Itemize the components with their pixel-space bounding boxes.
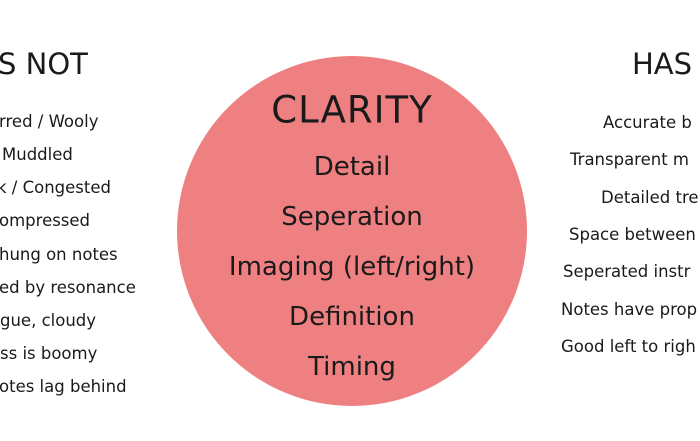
list-item: otes lag behind <box>0 376 127 396</box>
list-item: Notes have prop <box>561 299 698 319</box>
list-item: ss is boomy <box>0 343 98 363</box>
list-item: Muddled <box>2 144 73 164</box>
list-item: Accurate b <box>603 112 692 132</box>
right-title: HAS <box>632 47 693 81</box>
circle-item: Detail <box>313 152 391 182</box>
circle-title: CLARITY <box>271 88 433 132</box>
clarity-circle: CLARITY Detail Seperation Imaging (left/… <box>177 56 527 406</box>
list-item: Space between <box>569 224 696 244</box>
circle-item: Definition <box>289 302 415 332</box>
list-item: hung on notes <box>0 244 118 264</box>
list-item: k / Congested <box>0 177 111 197</box>
list-item: gue, cloudy <box>0 310 97 330</box>
list-item: ompressed <box>0 210 91 230</box>
list-item: ed by resonance <box>0 277 136 297</box>
list-item: Seperated instr <box>563 261 691 281</box>
circle-item: Seperation <box>281 202 423 232</box>
circle-item: Timing <box>308 352 396 382</box>
list-item: Detailed tre <box>601 187 699 207</box>
list-item: rred / Wooly <box>0 111 99 131</box>
left-title: S NOT <box>0 47 88 81</box>
list-item: Transparent m <box>570 149 690 169</box>
list-item: Good left to righ <box>561 336 696 356</box>
circle-item: Imaging (left/right) <box>228 252 476 282</box>
